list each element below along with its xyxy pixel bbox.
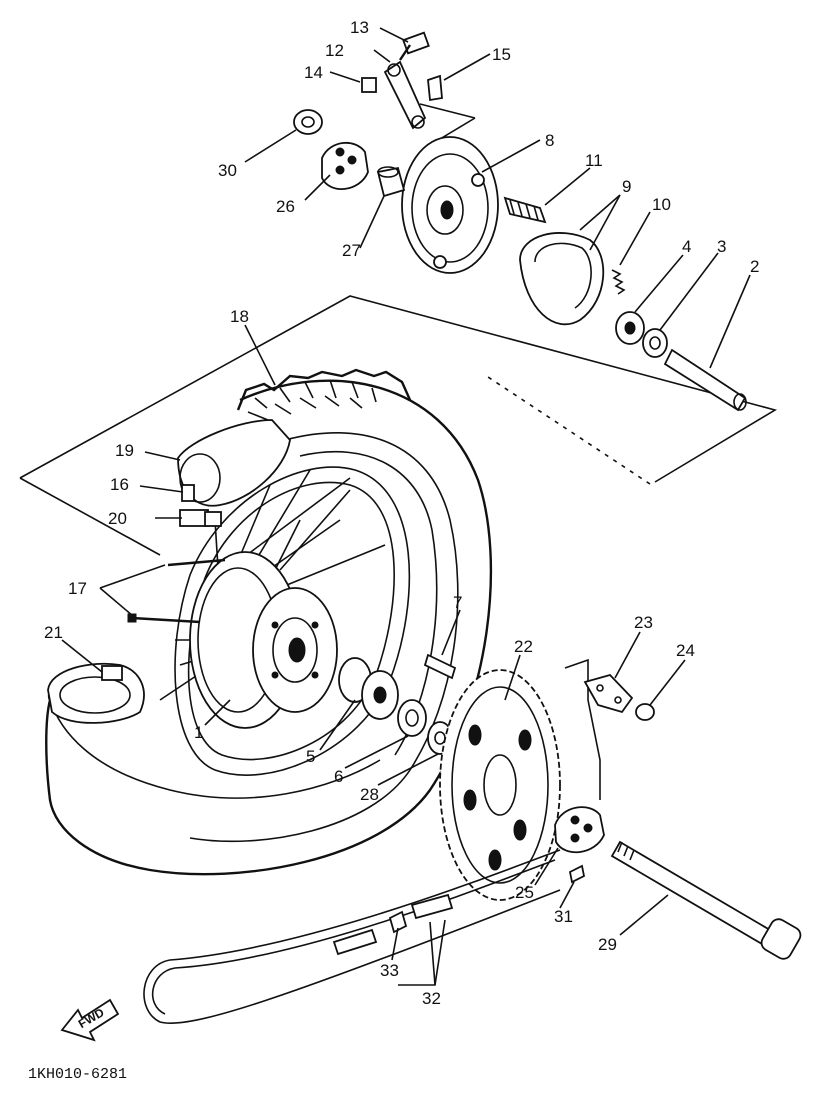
part-label-23: 23 [634, 613, 653, 632]
drawing-code: 1KH010-6281 [28, 1066, 127, 1083]
part-label-22: 22 [514, 637, 533, 656]
part-label-30: 30 [218, 161, 237, 180]
bearing-part-4 [615, 311, 645, 345]
part-label-15: 15 [492, 45, 511, 64]
part-label-4: 4 [682, 237, 691, 256]
rim-band-part-21 [47, 662, 145, 724]
part-label-10: 10 [652, 195, 671, 214]
rim-lock-part-20 [179, 509, 222, 527]
part-label-14: 14 [304, 63, 323, 82]
part-label-2: 2 [750, 257, 759, 276]
part-label-31: 31 [554, 907, 573, 926]
part-label-8: 8 [545, 131, 554, 150]
part-label-18: 18 [230, 307, 249, 326]
chain-puller-part-23 [583, 673, 634, 714]
part-label-5: 5 [306, 747, 315, 766]
leader-lines [61, 27, 751, 986]
sprocket-part-22 [439, 669, 561, 901]
fwd-arrow: FWD [60, 998, 120, 1042]
oil-seal-part-3 [642, 328, 668, 358]
bolt-part-13 [399, 31, 430, 61]
part-label-17: 17 [68, 579, 87, 598]
part-label-16: 16 [110, 475, 129, 494]
part-labels: 13 12 15 14 30 26 8 11 9 10 4 3 2 27 18 … [44, 18, 759, 1008]
brake-shoe-part-9 [519, 232, 605, 326]
camshaft-lever-part-12 [383, 60, 427, 130]
spring-part-10 [611, 269, 626, 295]
part-label-7: 7 [453, 593, 462, 612]
nut-part-24 [635, 703, 655, 721]
nut-part-14 [361, 77, 377, 93]
part-label-32: 32 [422, 989, 441, 1008]
group-lines [19, 103, 778, 800]
part-label-1: 1 [194, 723, 203, 742]
part-label-26: 26 [276, 197, 295, 216]
drive-chain [143, 849, 561, 1025]
part-label-6: 6 [334, 767, 343, 786]
bearing-part-6 [397, 699, 427, 737]
part-label-9: 9 [622, 177, 631, 196]
part-label-19: 19 [115, 441, 134, 460]
brake-shoe-plate-part-8 [401, 136, 499, 274]
part-label-29: 29 [598, 935, 617, 954]
collar-part-27 [376, 166, 406, 198]
spacer-part-2 [663, 348, 747, 412]
stud-part-7 [423, 653, 457, 680]
shaft-part-11 [503, 196, 547, 224]
spokes-part-17 [127, 558, 226, 624]
clip-part-33 [388, 910, 408, 934]
part-label-21: 21 [44, 623, 63, 642]
spacer-part-5 [338, 657, 399, 720]
hub [189, 551, 338, 729]
part-label-27: 27 [342, 241, 361, 260]
part-label-24: 24 [676, 641, 695, 660]
adjuster-part-25 [554, 806, 605, 854]
axle-part-29 [610, 840, 802, 960]
nut-part-30 [293, 109, 323, 135]
tire-valve-part-16 [181, 484, 195, 502]
part-label-12: 12 [325, 41, 344, 60]
clip-part-15 [427, 74, 443, 102]
bolt-part-31 [568, 864, 586, 884]
part-label-25: 25 [515, 883, 534, 902]
adjuster-part-26 [321, 142, 369, 190]
part-label-11: 11 [585, 151, 603, 170]
part-label-13: 13 [350, 18, 369, 37]
part-label-20: 20 [108, 509, 127, 528]
part-label-3: 3 [717, 237, 726, 256]
chain-joint-part-32 [332, 893, 454, 956]
part-label-28: 28 [360, 785, 379, 804]
part-label-33: 33 [380, 961, 399, 980]
